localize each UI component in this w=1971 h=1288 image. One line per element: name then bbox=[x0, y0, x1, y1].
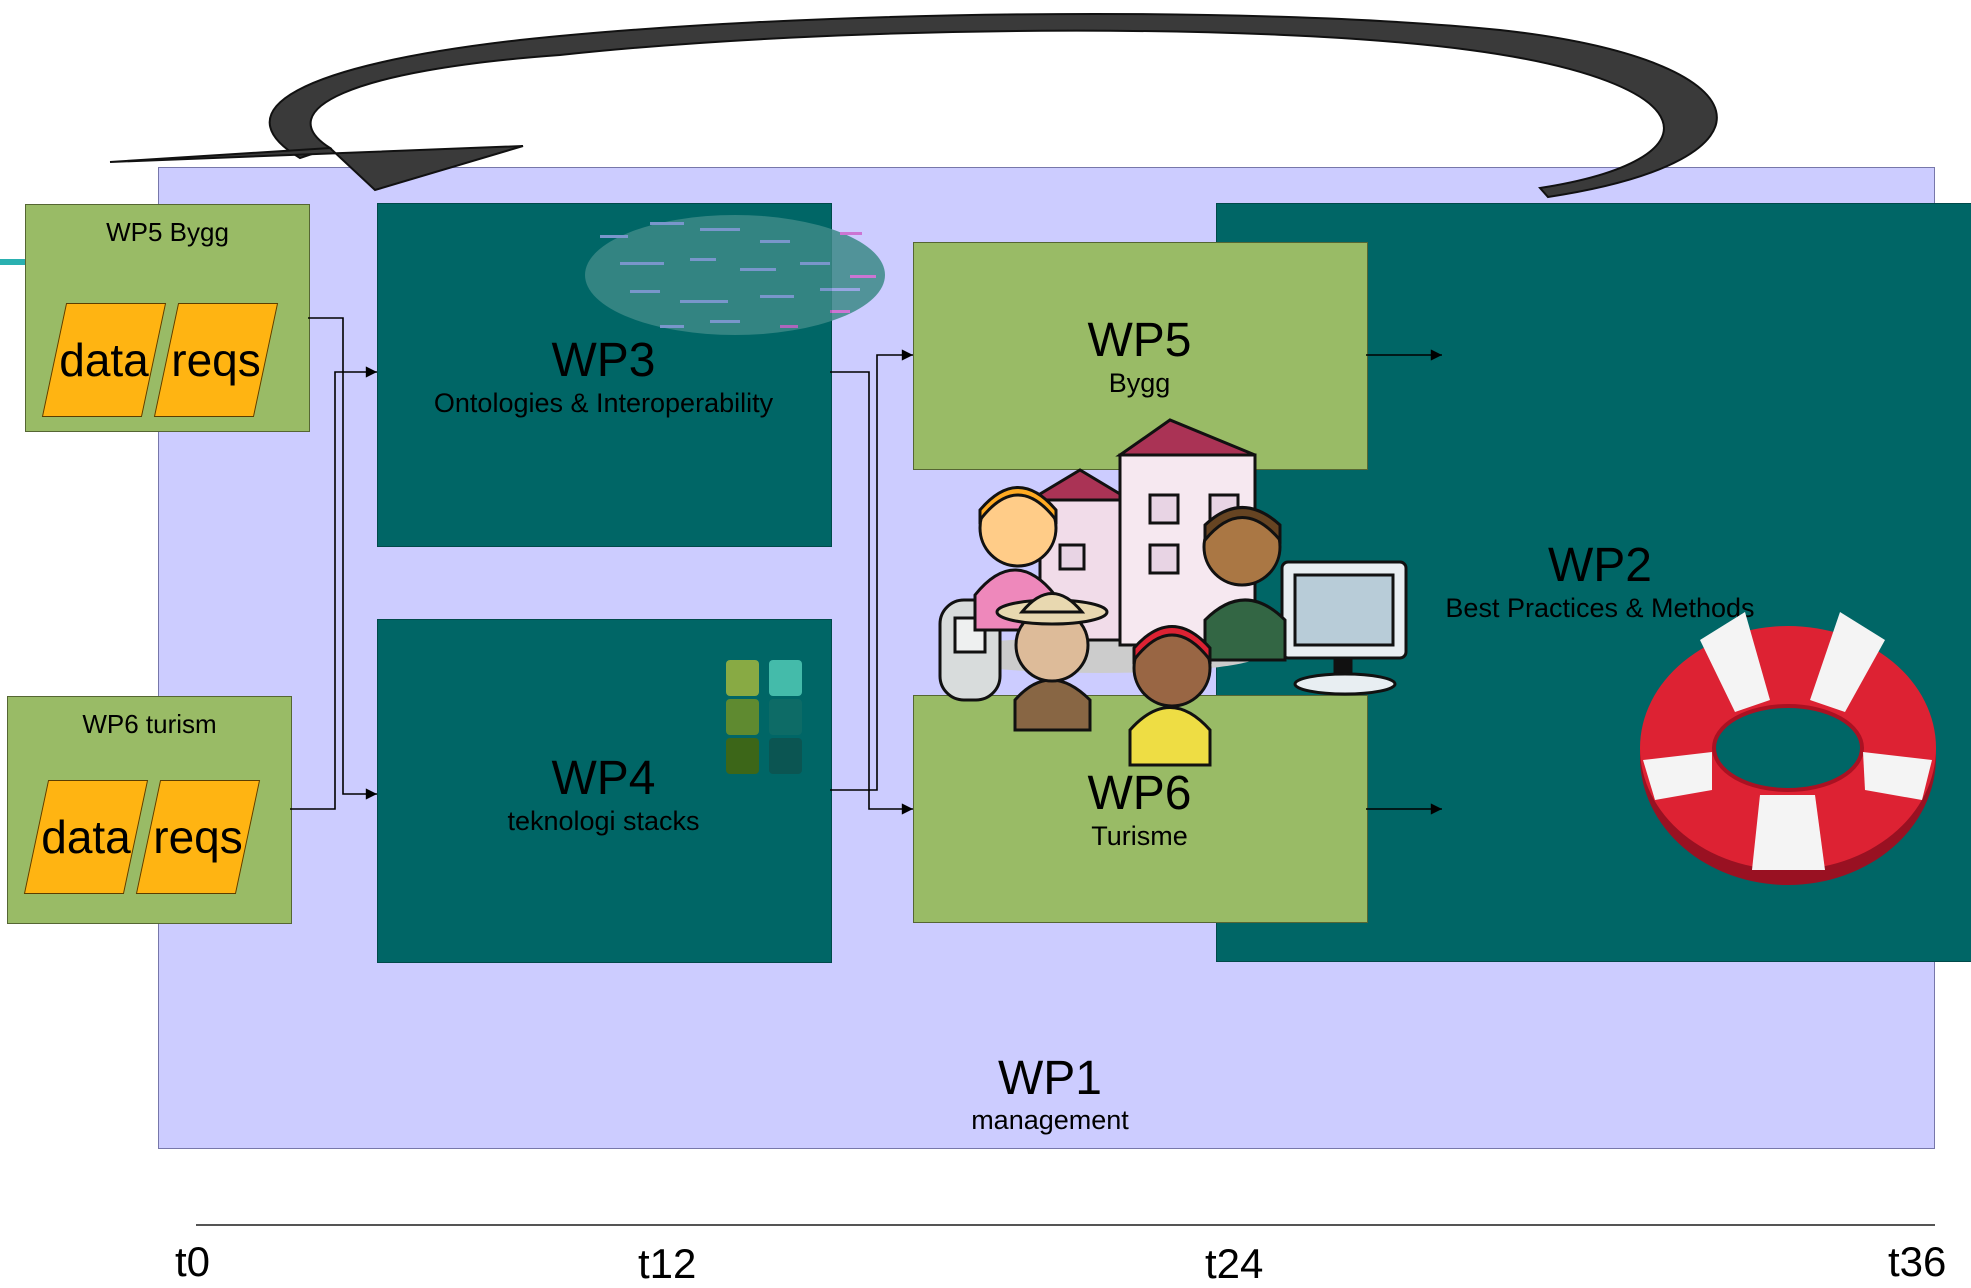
wp2-arrows bbox=[1366, 349, 1442, 815]
ontology-graph-icon bbox=[585, 215, 885, 335]
wp6-label: WP6 Turisme bbox=[913, 763, 1366, 858]
tick-t12: t12 bbox=[638, 1240, 697, 1287]
wp1-title: WP1 bbox=[997, 1051, 1102, 1105]
source-turism-box: WP6 turism data reqs bbox=[7, 696, 292, 924]
wp5-label: WP5 Bygg bbox=[913, 310, 1366, 405]
tick-t36: t36 bbox=[1888, 1238, 1947, 1285]
wp3-subtitle: Ontologies & Interoperability bbox=[433, 387, 774, 418]
tech-stack-icon bbox=[726, 660, 802, 774]
source-turism-title: WP6 turism bbox=[82, 709, 217, 739]
town-people-icon bbox=[938, 418, 1408, 767]
lifebuoy-icon bbox=[1640, 612, 1936, 885]
wp5-title: WP5 bbox=[1087, 314, 1192, 368]
wp1-subtitle: management bbox=[971, 1105, 1129, 1135]
wp3-title: WP3 bbox=[551, 334, 656, 388]
wp4-subtitle: teknologi stacks bbox=[507, 805, 700, 836]
wp1-label: WP1 management bbox=[850, 1050, 1250, 1140]
source-bygg-box: WP5 Bygg data reqs bbox=[25, 204, 310, 432]
wp6-title: WP6 bbox=[1087, 767, 1192, 821]
tick-t0: t0 bbox=[175, 1238, 211, 1285]
cycle-arrow-icon bbox=[109, 12, 1718, 199]
wp2-subtitle: Best Practices & Methods bbox=[1445, 592, 1755, 623]
wp2-label: WP2 Best Practices & Methods bbox=[1400, 535, 1800, 630]
wp6-subtitle: Turisme bbox=[1091, 820, 1188, 851]
wp4-label: WP4 teknologi stacks bbox=[377, 748, 830, 843]
source-bygg-title: WP5 Bygg bbox=[106, 217, 229, 247]
wp3-label: WP3 Ontologies & Interoperability bbox=[377, 330, 830, 425]
mid-connectors bbox=[830, 349, 914, 815]
wp2-title: WP2 bbox=[1547, 539, 1652, 593]
wp4-title: WP4 bbox=[551, 752, 656, 806]
tick-t24: t24 bbox=[1205, 1240, 1264, 1287]
source-connectors bbox=[290, 317, 377, 810]
wp5-subtitle: Bygg bbox=[1108, 367, 1171, 398]
